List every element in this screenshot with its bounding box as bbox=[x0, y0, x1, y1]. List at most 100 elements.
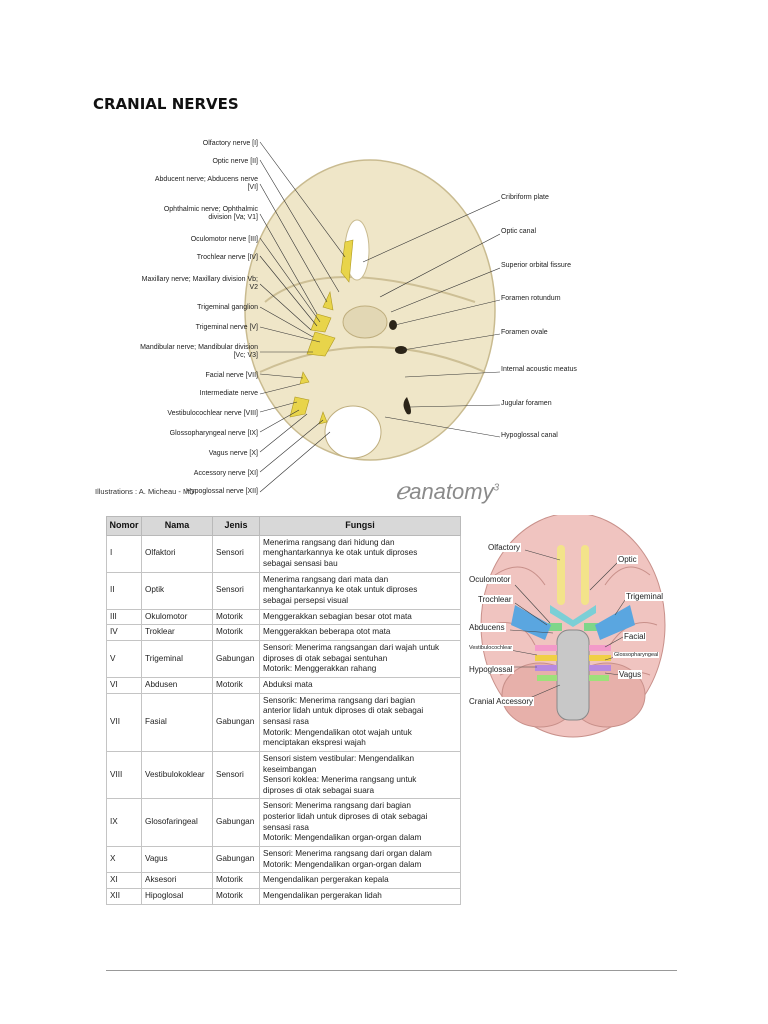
cell-jenis: Gabungan bbox=[212, 692, 260, 752]
fungsi-line: diproses di otak sebagai suara bbox=[263, 785, 375, 795]
cell-fungsi: Mengendalikan pergerakan lidah bbox=[259, 888, 461, 905]
fungsi-line: sebagai persepsi visual bbox=[263, 595, 349, 605]
brain-nerve-label: Abducens bbox=[468, 623, 506, 632]
cell-jenis: Gabungan bbox=[212, 798, 260, 848]
fungsi-line: menghantarkannya ke otak untuk diproses bbox=[263, 548, 418, 558]
bottom-rule bbox=[106, 970, 677, 971]
cell-nama[interactable]: Troklear bbox=[141, 624, 213, 641]
cell-nomor: XI bbox=[106, 872, 142, 890]
label-line: [VI] bbox=[247, 184, 258, 192]
cell-nama[interactable]: Vagus bbox=[141, 846, 213, 874]
label-line: Optic nerve [II] bbox=[212, 158, 258, 165]
fungsi-line: Sensori: Menerima rangsang dari bagian bbox=[263, 801, 411, 811]
fungsi-line: menghantarkannya ke otak untuk diproses bbox=[263, 585, 418, 595]
cell-nama[interactable]: Okulomotor bbox=[141, 608, 213, 626]
fungsi-line: Mengendalikan pergerakan kepala bbox=[263, 875, 389, 885]
cell-nama[interactable]: Fasial bbox=[141, 692, 213, 752]
cell-nama[interactable]: Vestibulokoklear bbox=[141, 750, 213, 800]
brain-nerve-label: Trochlear bbox=[477, 595, 513, 604]
label-line: Trigeminal ganglion bbox=[197, 304, 258, 311]
fungsi-line: Sensori: Menerima rangsang dari organ da… bbox=[263, 849, 432, 859]
fungsi-line: Abduksi mata bbox=[263, 679, 313, 689]
skull-nerve-label: Maxillary nerve; Maxillary division Vb;V… bbox=[142, 276, 258, 292]
cell-fungsi: Menggerakkan beberapa otot mata bbox=[259, 624, 461, 641]
label-line: Trigeminal nerve [V] bbox=[195, 324, 258, 331]
fungsi-line: keseimbangan bbox=[263, 764, 317, 774]
fungsi-line: Sensori koklea: Menerima rangsang untuk bbox=[263, 775, 417, 785]
cell-jenis: Sensori bbox=[212, 750, 260, 800]
cell-nama[interactable]: Optik bbox=[141, 571, 213, 610]
cell-nama[interactable]: Olfaktori bbox=[141, 534, 213, 573]
skull-foramen-label: Superior orbital fissure bbox=[501, 262, 572, 269]
skull-base-figure: Olfactory nerve [I]Optic nerve [II]Abduc… bbox=[95, 132, 577, 505]
label-line: division [Va; V1] bbox=[208, 214, 258, 222]
label-line: Mandibular nerve; Mandibular division bbox=[140, 344, 258, 351]
skull-nerve-label: Olfactory nerve [I] bbox=[203, 140, 258, 148]
cell-nomor: VIII bbox=[106, 750, 142, 800]
skull-nerve-label: Accessory nerve [XI] bbox=[194, 470, 258, 478]
col-nomor: Nomor bbox=[106, 516, 142, 536]
cell-nomor: V bbox=[106, 639, 142, 678]
fungsi-line: sensasi rasa bbox=[263, 716, 309, 726]
fungsi-line: diproses di otak sebagai sentuhan bbox=[263, 653, 388, 663]
fungsi-line: Motorik: Mengendalikan otot wajah untuk bbox=[263, 727, 412, 737]
label-line: [Vc; V3] bbox=[233, 352, 258, 360]
brain-nerve-label: Oculomotor bbox=[468, 575, 512, 584]
cell-jenis: Motorik bbox=[212, 676, 260, 694]
cell-fungsi: Mengendalikan pergerakan kepala bbox=[259, 872, 461, 890]
brain-nerve-label: Hypoglossal bbox=[468, 665, 514, 674]
cell-jenis: Motorik bbox=[212, 608, 260, 626]
cell-nama[interactable]: Hipoglosal bbox=[141, 888, 213, 905]
cell-nama[interactable]: Abdusen bbox=[141, 676, 213, 694]
fungsi-line: Sensori: Menerima rangsangan dari wajah … bbox=[263, 642, 440, 652]
cell-nama[interactable]: Aksesori bbox=[141, 872, 213, 890]
page-title: CRANIAL NERVES bbox=[93, 95, 239, 113]
col-nama: Nama bbox=[141, 516, 213, 536]
label-line: Vagus nerve [X] bbox=[208, 450, 258, 457]
skull-foramen-label: Optic canal bbox=[501, 228, 537, 235]
brain-nerve-label: Glossopharyngeal bbox=[613, 652, 660, 658]
cell-nama[interactable]: Trigeminal bbox=[141, 639, 213, 678]
skull-nerve-label: Oculomotor nerve [III] bbox=[191, 236, 258, 244]
brain-nerve-label: Trigeminal bbox=[625, 592, 665, 601]
cell-jenis: Gabungan bbox=[212, 846, 260, 874]
label-line: Accessory nerve [XI] bbox=[193, 470, 258, 477]
skull-nerve-label: Vagus nerve [X] bbox=[209, 450, 258, 458]
skull-nerve-label: Trochlear nerve [IV] bbox=[197, 254, 258, 262]
cell-jenis: Sensori bbox=[212, 534, 260, 573]
fungsi-line: Menggerakkan sebagian besar otot mata bbox=[263, 611, 412, 621]
skull-nerve-label: Hypoglossal nerve [XII] bbox=[186, 488, 258, 496]
cell-nomor: I bbox=[106, 534, 142, 573]
label-line: Vestibulocochlear nerve [VIII] bbox=[167, 410, 258, 417]
label-line: V2 bbox=[249, 284, 258, 292]
brain-nerve-label: Vestibulocochlear bbox=[468, 645, 514, 651]
skull-base-illustration bbox=[244, 141, 500, 493]
label-line: Oculomotor nerve [III] bbox=[190, 236, 258, 243]
fungsi-line: posterior lidah untuk diproses di otak s… bbox=[263, 812, 428, 822]
label-line: Hypoglossal nerve [XII] bbox=[186, 488, 258, 495]
skull-nerve-label: Optic nerve [II] bbox=[212, 158, 258, 166]
fungsi-line: Mengendalikan pergerakan lidah bbox=[263, 891, 382, 901]
fungsi-line: Menerima rangsang dari hidung dan bbox=[263, 537, 395, 547]
skull-nerve-label: Glossopharyngeal nerve [IX] bbox=[170, 430, 258, 438]
cell-nomor: III bbox=[106, 608, 142, 626]
cell-nama[interactable]: Glosofaringeal bbox=[141, 798, 213, 848]
skull-foramen-label: Jugular foramen bbox=[501, 400, 552, 407]
skull-foramen-label: Hypoglossal canal bbox=[501, 432, 558, 439]
cell-nomor: X bbox=[106, 846, 142, 874]
